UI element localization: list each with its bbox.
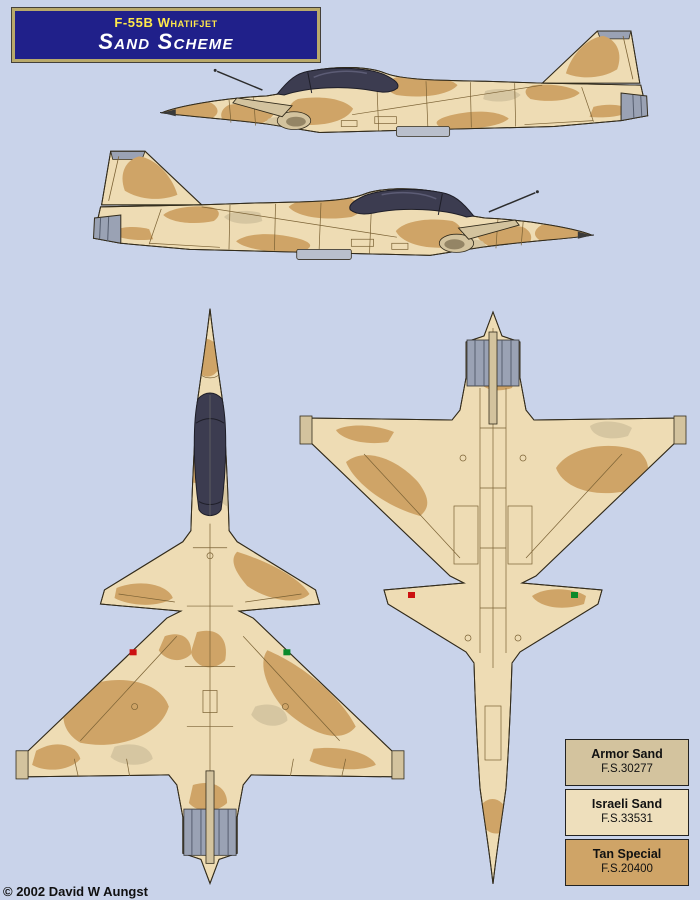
legend-item-tan-special: Tan Special F.S.20400 xyxy=(565,839,689,886)
legend-color-name: Tan Special xyxy=(592,847,662,861)
legend-fs-code: F.S.30277 xyxy=(601,763,653,775)
legend-fs-code: F.S.20400 xyxy=(601,863,653,875)
top-plan-view xyxy=(15,308,405,884)
starboard-nav-light xyxy=(283,649,291,656)
legend-item-israeli-sand: Israeli Sand F.S.33531 xyxy=(565,789,689,836)
legend-item-armor-sand: Armor Sand F.S.30277 xyxy=(565,739,689,786)
left-wingtip-rail xyxy=(673,415,687,445)
right-wingtip-rail xyxy=(391,750,405,780)
port-nav-light xyxy=(408,592,415,598)
left-exhaust-nozzle xyxy=(183,808,210,856)
fin-top-view xyxy=(205,770,215,864)
panel-lines xyxy=(73,374,347,777)
copyright-text: © 2002 David W Aungst xyxy=(3,884,148,899)
legend-color-name: Israeli Sand xyxy=(591,797,663,811)
panel-lines xyxy=(363,328,623,761)
fin-bottom-view xyxy=(488,331,498,425)
left-exhaust-nozzle xyxy=(493,339,520,387)
legend-fs-code: F.S.33531 xyxy=(601,813,653,825)
title-aircraft-name: F-55B Whatifjet xyxy=(114,15,218,30)
side-profile-lower-view xyxy=(48,142,594,294)
title-box: F-55B Whatifjet Sand Scheme xyxy=(11,7,321,63)
right-exhaust-nozzle xyxy=(210,808,237,856)
color-legend: Armor Sand F.S.30277 Israeli Sand F.S.33… xyxy=(565,739,689,886)
port-nav-light xyxy=(129,649,137,656)
starboard-nav-light xyxy=(571,592,578,598)
left-wingtip-rail xyxy=(15,750,29,780)
legend-color-name: Armor Sand xyxy=(591,747,663,761)
bottom-plan-view xyxy=(299,311,687,885)
right-wingtip-rail xyxy=(299,415,313,445)
title-scheme-name: Sand Scheme xyxy=(98,29,234,54)
right-exhaust-nozzle xyxy=(466,339,493,387)
